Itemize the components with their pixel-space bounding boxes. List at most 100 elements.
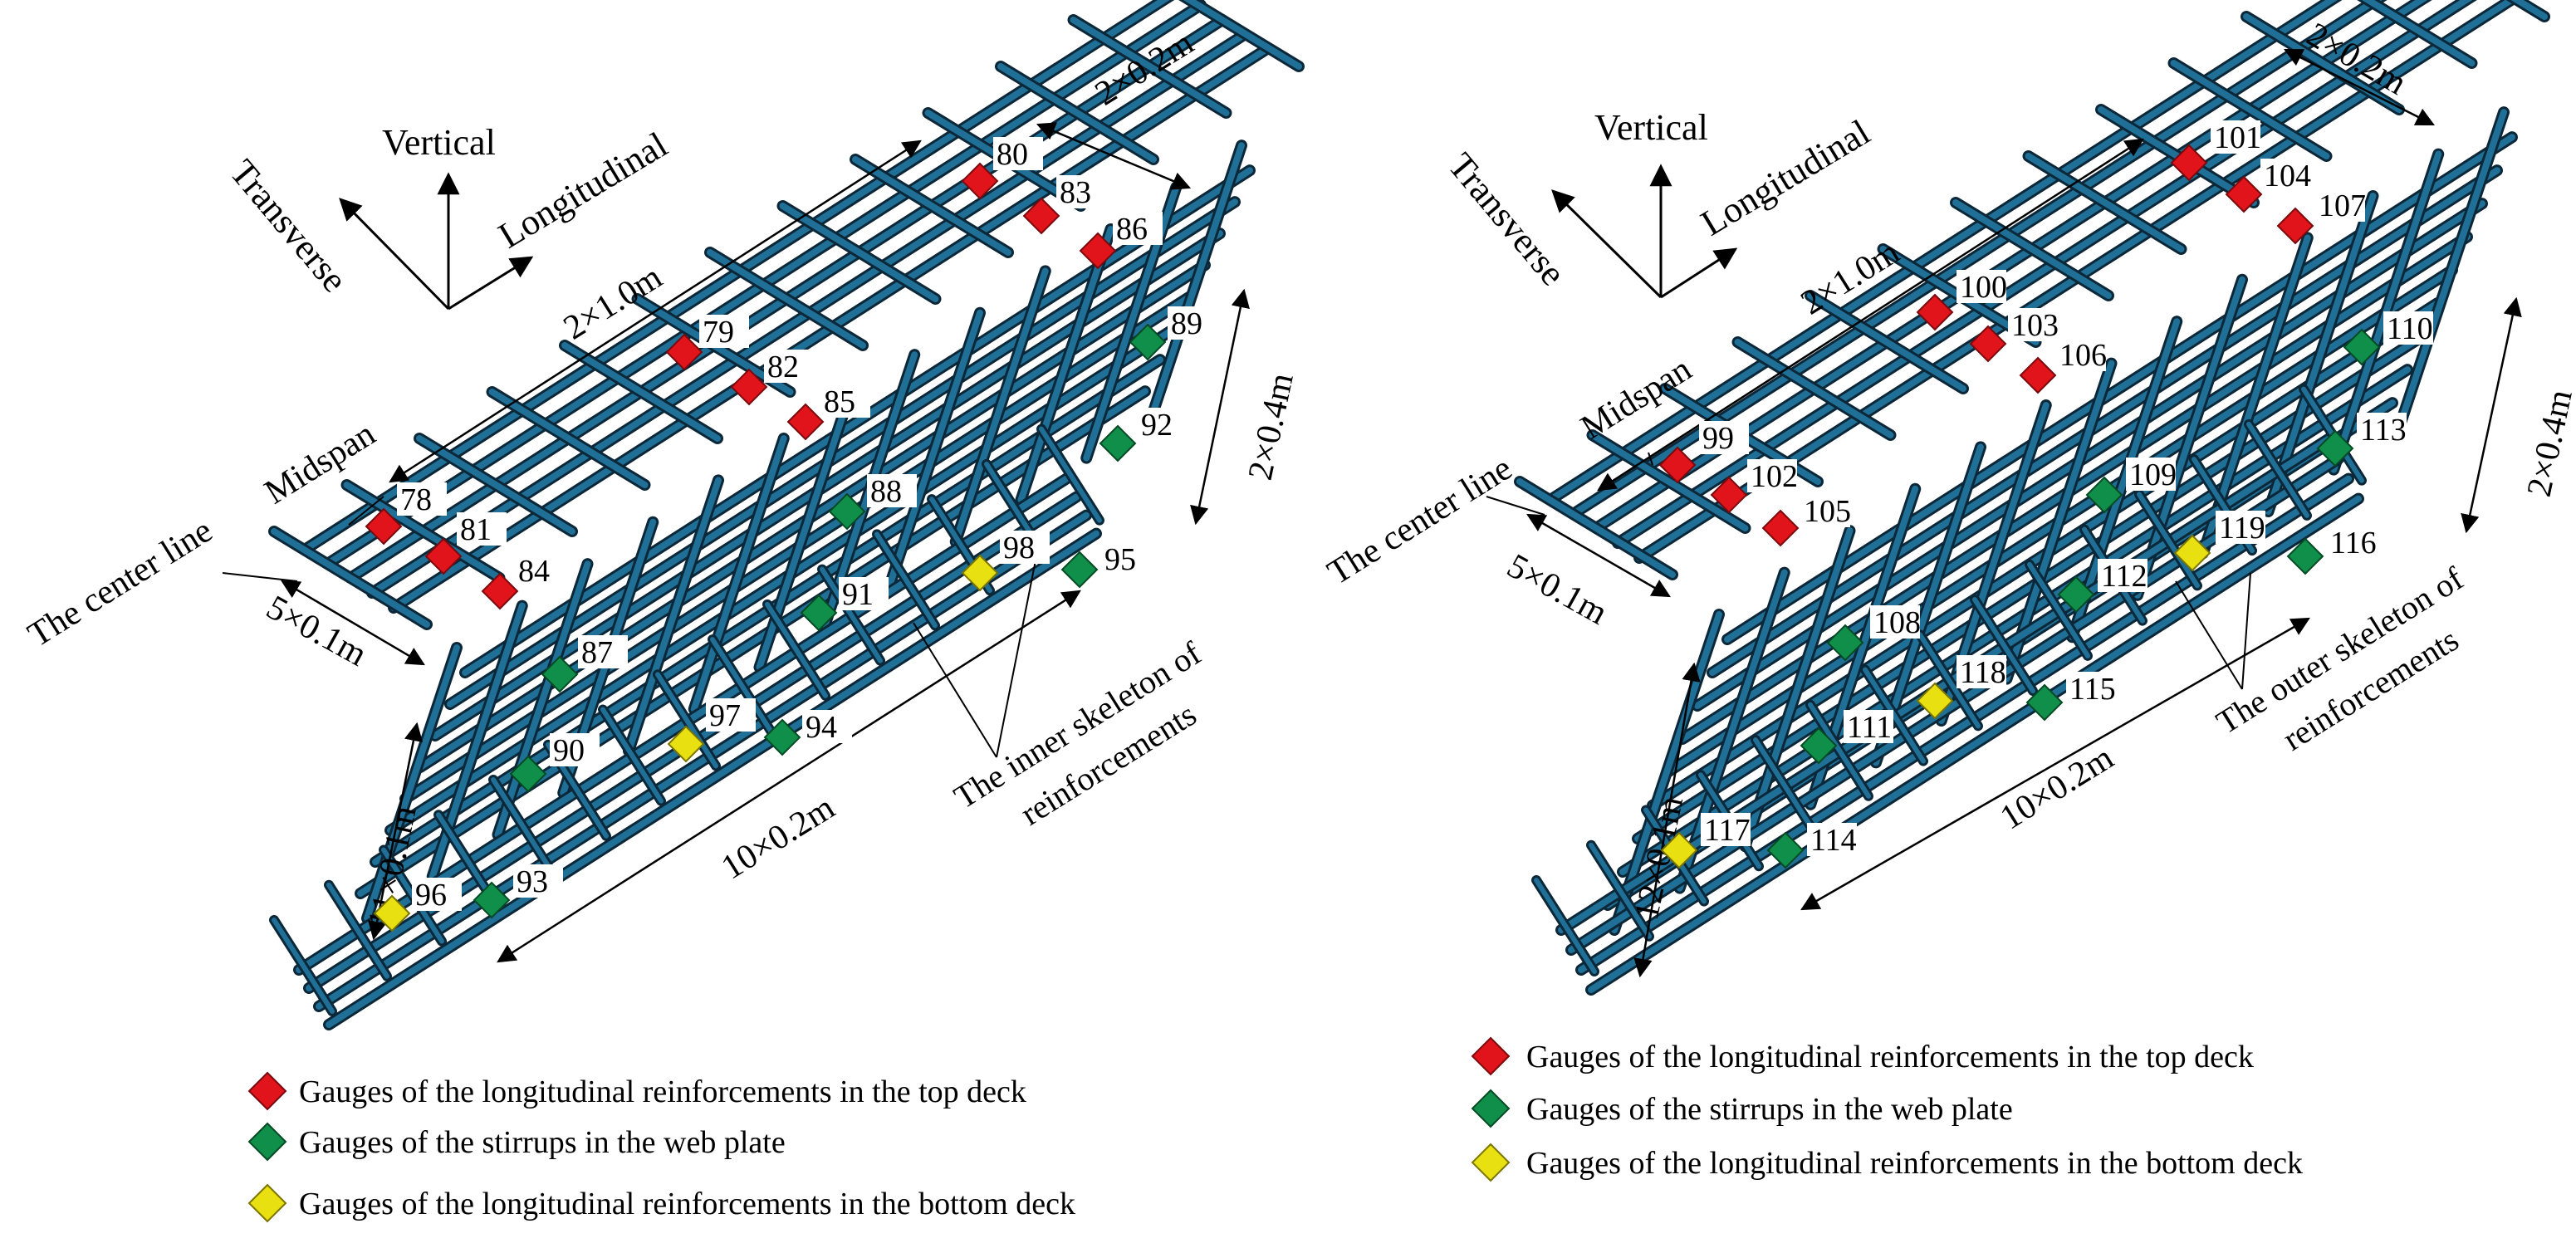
left-center-line-label: The center line bbox=[22, 511, 219, 654]
gauge-green-diamond-icon bbox=[1099, 424, 1137, 462]
gauge-label-background bbox=[867, 474, 917, 507]
gauge-label-background bbox=[1699, 421, 1749, 454]
gauge-red-diamond-icon bbox=[424, 537, 463, 575]
gauge-number-label: 85 bbox=[824, 384, 855, 419]
gauge-number-label: 96 bbox=[415, 878, 447, 913]
gauge-number-label: 119 bbox=[2219, 511, 2265, 546]
gauge-label-background bbox=[457, 512, 507, 546]
gauge-green-diamond-icon bbox=[2286, 537, 2324, 575]
left-legend-top-label: Gauges of the longitudinal reinforcement… bbox=[299, 1074, 1026, 1109]
gauge-number-label: 91 bbox=[842, 577, 874, 612]
left-axis-longitudinal-label: Longitudinal bbox=[492, 124, 674, 256]
gauge-number-label: 117 bbox=[1704, 813, 1751, 848]
gauge-label-background bbox=[2357, 413, 2407, 446]
right-legend-top-item: Gauges of the longitudinal reinforcement… bbox=[1471, 1036, 2254, 1076]
left-axis-transverse-label: Transverse bbox=[222, 152, 355, 300]
right-panel-outer-skeleton: Vertical Longitudinal Transverse 2×1.0m … bbox=[1321, 0, 2576, 1182]
gauge-number-label: 101 bbox=[2214, 120, 2261, 155]
left-legend-bottom-label: Gauges of the longitudinal reinforcement… bbox=[299, 1187, 1075, 1221]
legend-red-diamond-icon bbox=[1471, 1036, 1511, 1076]
gauge-green-diamond-icon bbox=[473, 881, 511, 919]
gauge-label-background bbox=[2383, 311, 2433, 345]
legend-red-diamond-icon bbox=[247, 1071, 287, 1111]
gauge-label-background bbox=[1807, 823, 1857, 856]
gauge-label-background bbox=[820, 384, 870, 418]
gauge-number-label: 99 bbox=[1702, 421, 1734, 456]
top-deck-transverse-bar bbox=[1183, 0, 1302, 70]
gauge-number-label: 95 bbox=[1104, 542, 1136, 577]
gauge-green-diamond-icon bbox=[2343, 328, 2381, 366]
gauge-green-diamond-icon bbox=[1800, 727, 1838, 765]
gauge-green-diamond-icon bbox=[1766, 831, 1805, 869]
gauge-label-background bbox=[2098, 559, 2147, 592]
gauge-number-label: 89 bbox=[1171, 306, 1202, 341]
gauge-number-label: 105 bbox=[1804, 494, 1851, 529]
gauge-number-label: 84 bbox=[518, 554, 550, 589]
legend-green-diamond-icon bbox=[247, 1122, 287, 1162]
gauge-red-diamond-icon bbox=[1916, 293, 1954, 331]
top-deck-transverse-bar bbox=[1070, 17, 1230, 116]
gauge-red-diamond-icon bbox=[961, 162, 999, 200]
right-center-line-label: The center line bbox=[1321, 449, 1519, 592]
gauge-number-label: 92 bbox=[1141, 408, 1173, 443]
right-dim-deck-width: 5×0.1m bbox=[1501, 547, 1614, 633]
gauge-number-label: 100 bbox=[1960, 270, 2007, 305]
gauge-red-diamond-icon bbox=[2019, 356, 2057, 394]
gauge-green-diamond-icon bbox=[541, 655, 579, 693]
gauge-green-diamond-icon bbox=[763, 718, 801, 756]
web-stirrup-bar bbox=[2265, 193, 2377, 515]
gauge-number-label: 97 bbox=[709, 698, 741, 733]
gauge-label-background bbox=[412, 878, 462, 911]
gauge-label-background bbox=[2216, 511, 2265, 544]
right-legend-top-label: Gauges of the longitudinal reinforcement… bbox=[1526, 1040, 2254, 1074]
gauge-green-diamond-icon bbox=[509, 755, 547, 793]
right-legend-web-item: Gauges of the stirrups in the web plate bbox=[1471, 1089, 2013, 1128]
gauge-red-diamond-icon bbox=[481, 572, 519, 610]
web-stirrup-bar bbox=[2134, 276, 2245, 599]
left-legend-web-item: Gauges of the stirrups in the web plate bbox=[247, 1122, 786, 1162]
left-legend: Gauges of the longitudinal reinforcement… bbox=[247, 1071, 1075, 1223]
gauge-label-background bbox=[2056, 338, 2106, 371]
gauge-green-diamond-icon bbox=[2025, 683, 2064, 722]
gauge-green-diamond-icon bbox=[800, 594, 838, 632]
gauge-number-label: 82 bbox=[767, 350, 799, 384]
left-gauges: 7881847982858083868788899091929394959697… bbox=[365, 137, 1217, 932]
gauge-label-background bbox=[839, 577, 889, 610]
bottom-deck-transverse-bar bbox=[1534, 878, 1597, 974]
gauge-label-background bbox=[550, 733, 600, 766]
right-dim-web-height: 2×0.4m bbox=[2520, 386, 2576, 500]
gauge-label-background bbox=[2327, 526, 2377, 559]
gauge-number-label: 106 bbox=[2059, 338, 2107, 373]
gauge-label-background bbox=[1870, 605, 1920, 639]
gauge-number-label: 108 bbox=[1873, 605, 1921, 640]
gauge-label-background bbox=[802, 710, 852, 743]
right-axis-transverse-label: Transverse bbox=[1440, 145, 1574, 293]
gauge-label-background bbox=[2315, 188, 2365, 222]
gauge-number-label: 81 bbox=[460, 512, 492, 547]
gauge-label-background bbox=[764, 350, 814, 383]
gauge-number-label: 78 bbox=[400, 482, 432, 517]
gauge-number-label: 90 bbox=[553, 733, 585, 768]
right-axis-longitudinal-label: Longitudinal bbox=[1694, 111, 1877, 243]
gauge-label-background bbox=[513, 864, 563, 898]
gauge-number-label: 103 bbox=[2011, 308, 2059, 343]
gauge-yellow-diamond-icon bbox=[1660, 831, 1698, 869]
gauge-green-diamond-icon bbox=[1060, 551, 1099, 589]
gauge-label-background bbox=[1168, 306, 1217, 340]
gauge-label-background bbox=[1800, 494, 1850, 527]
gauge-red-diamond-icon bbox=[2276, 207, 2314, 245]
gauge-red-diamond-icon bbox=[1079, 232, 1117, 270]
web-stirrup-bar bbox=[887, 309, 983, 587]
gauge-label-background bbox=[2211, 120, 2260, 154]
gauge-label-background bbox=[1113, 212, 1163, 245]
right-axes: Vertical Longitudinal Transverse bbox=[1440, 107, 1877, 299]
web-stirrup-bar bbox=[1148, 142, 1245, 420]
gauge-red-diamond-icon bbox=[1969, 325, 2007, 363]
gauge-number-label: 114 bbox=[1810, 823, 1857, 858]
left-legend-top-item: Gauges of the longitudinal reinforcement… bbox=[247, 1071, 1026, 1111]
gauge-label-background bbox=[1844, 710, 1893, 743]
gauge-green-diamond-icon bbox=[2085, 476, 2123, 514]
right-gauges: 9910210510010310610110410710810911011111… bbox=[1658, 120, 2433, 869]
left-dim-web-height: 2×0.4m bbox=[1241, 370, 1301, 483]
left-legend-web-label: Gauges of the stirrups in the web plate bbox=[299, 1125, 786, 1160]
